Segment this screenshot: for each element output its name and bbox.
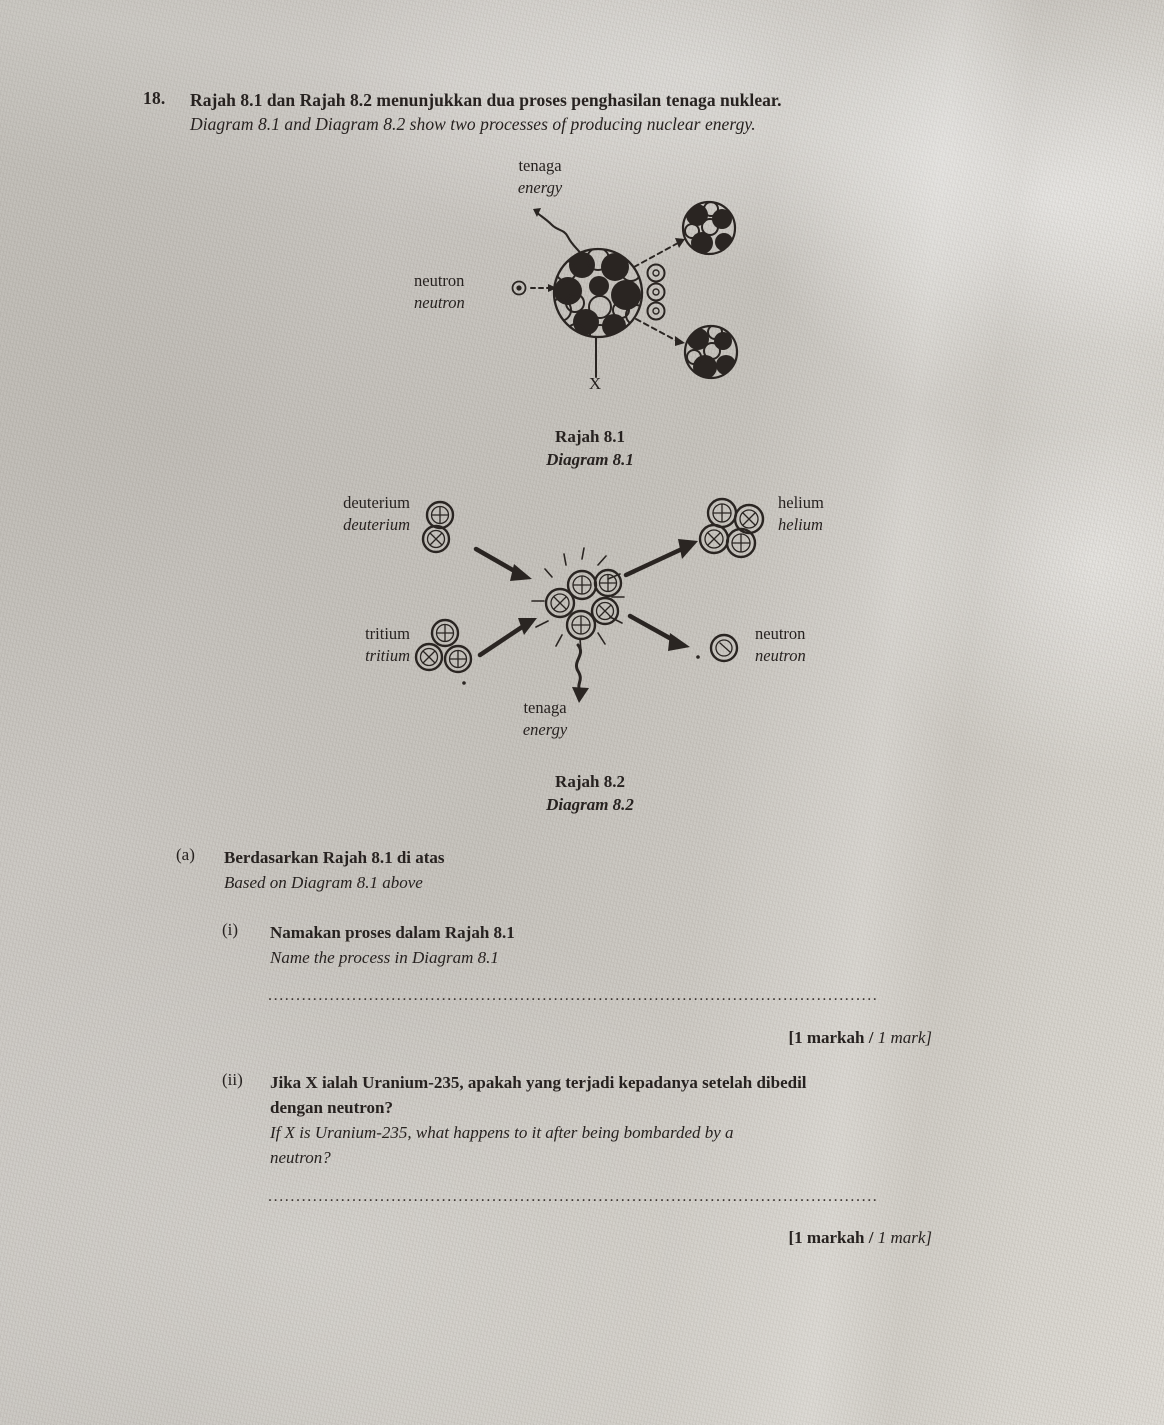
speck-mark bbox=[696, 655, 700, 659]
item-ii-malay-line1: Jika X ialah Uranium-235, apakah yang te… bbox=[270, 1073, 807, 1092]
released-neutrons-group bbox=[646, 263, 666, 321]
incoming-neutron-particle bbox=[511, 280, 527, 296]
item-i: (i) Namakan proses dalam Rajah 8.1 Name … bbox=[222, 920, 842, 970]
marks-i: [1 markah / 1 mark] bbox=[540, 1028, 932, 1048]
item-ii: (ii) Jika X ialah Uranium-235, apakah ya… bbox=[222, 1070, 942, 1170]
answer-line-i[interactable]: ........................................… bbox=[268, 987, 879, 1004]
marks-i-english: 1 mark] bbox=[877, 1028, 932, 1047]
fusion-core bbox=[531, 547, 625, 652]
part-a-malay: Berdasarkan Rajah 8.1 di atas bbox=[224, 848, 445, 867]
label-helium: helium helium bbox=[778, 493, 824, 534]
part-a: (a) Berdasarkan Rajah 8.1 di atas Based … bbox=[176, 845, 816, 895]
item-ii-english-line2: neutron? bbox=[270, 1148, 331, 1167]
fission-fragment-lower bbox=[683, 324, 739, 380]
diagram-8-2-fusion: deuterium deuterium tritium tritium heli… bbox=[290, 485, 860, 760]
item-i-marker: (i) bbox=[222, 920, 239, 939]
tritium-to-core-arrow bbox=[477, 618, 537, 658]
item-ii-english-line1: If X is Uranium-235, what happens to it … bbox=[270, 1123, 734, 1142]
part-a-english: Based on Diagram 8.1 above bbox=[224, 873, 423, 892]
uranium-nucleus-X bbox=[552, 247, 644, 339]
fragment-upper-arrow bbox=[633, 238, 685, 268]
diagram-8-1-fission: tenaga energy neutron neutron X bbox=[400, 155, 780, 405]
label-energy-diagram1: tenaga energy bbox=[517, 156, 563, 197]
marks-ii: [1 markah / 1 mark] bbox=[540, 1228, 932, 1248]
question-stem-english: Diagram 8.1 and Diagram 8.2 show two pro… bbox=[190, 114, 756, 134]
label-tritium: tritium tritium bbox=[365, 624, 410, 665]
label-neutron-diagram1: neutron neutron bbox=[414, 271, 465, 312]
fragment-lower-arrow bbox=[635, 318, 685, 346]
fission-fragment-upper bbox=[681, 200, 737, 256]
marks-ii-english: 1 mark] bbox=[877, 1228, 932, 1247]
caption-diagram-8-2: Rajah 8.2 Diagram 8.2 bbox=[546, 772, 634, 814]
label-deuterium: deuterium deuterium bbox=[343, 493, 410, 534]
energy-wave-arrow bbox=[533, 208, 584, 257]
fusion-illustration bbox=[414, 497, 765, 703]
helium-nucleus bbox=[698, 497, 765, 559]
item-ii-marker: (ii) bbox=[222, 1070, 243, 1089]
core-to-energy-wave-arrow bbox=[572, 643, 589, 703]
core-to-helium-arrow bbox=[623, 539, 698, 578]
item-i-malay: Namakan proses dalam Rajah 8.1 bbox=[270, 923, 515, 942]
deuterium-to-core-arrow bbox=[473, 546, 532, 581]
label-neutron-diagram2: neutron neutron bbox=[755, 624, 806, 665]
deuterium-nucleus bbox=[421, 500, 455, 554]
fission-illustration bbox=[511, 200, 739, 380]
tritium-nucleus bbox=[414, 618, 473, 674]
label-energy-diagram2: tenaga energy bbox=[522, 698, 568, 739]
answer-line-ii[interactable]: ........................................… bbox=[268, 1188, 879, 1205]
marks-i-malay: [1 markah / bbox=[788, 1028, 874, 1047]
neutron-product bbox=[709, 633, 739, 663]
item-ii-malay-line2: dengan neutron? bbox=[270, 1098, 393, 1117]
label-X-nucleus: X bbox=[588, 374, 602, 393]
marks-ii-malay: [1 markah / bbox=[788, 1228, 874, 1247]
speck-mark-2 bbox=[462, 681, 466, 685]
caption-diagram-8-1: Rajah 8.1 Diagram 8.1 bbox=[546, 427, 634, 469]
question-stem: 18. Rajah 8.1 dan Rajah 8.2 menunjukkan … bbox=[143, 88, 963, 136]
core-to-neutron-arrow bbox=[627, 613, 690, 651]
question-number: 18. bbox=[143, 88, 166, 108]
question-stem-malay: Rajah 8.1 dan Rajah 8.2 menunjukkan dua … bbox=[190, 90, 782, 110]
item-i-english: Name the process in Diagram 8.1 bbox=[270, 948, 499, 967]
neutron-impact-arrow bbox=[530, 284, 557, 292]
part-a-marker: (a) bbox=[176, 845, 195, 864]
